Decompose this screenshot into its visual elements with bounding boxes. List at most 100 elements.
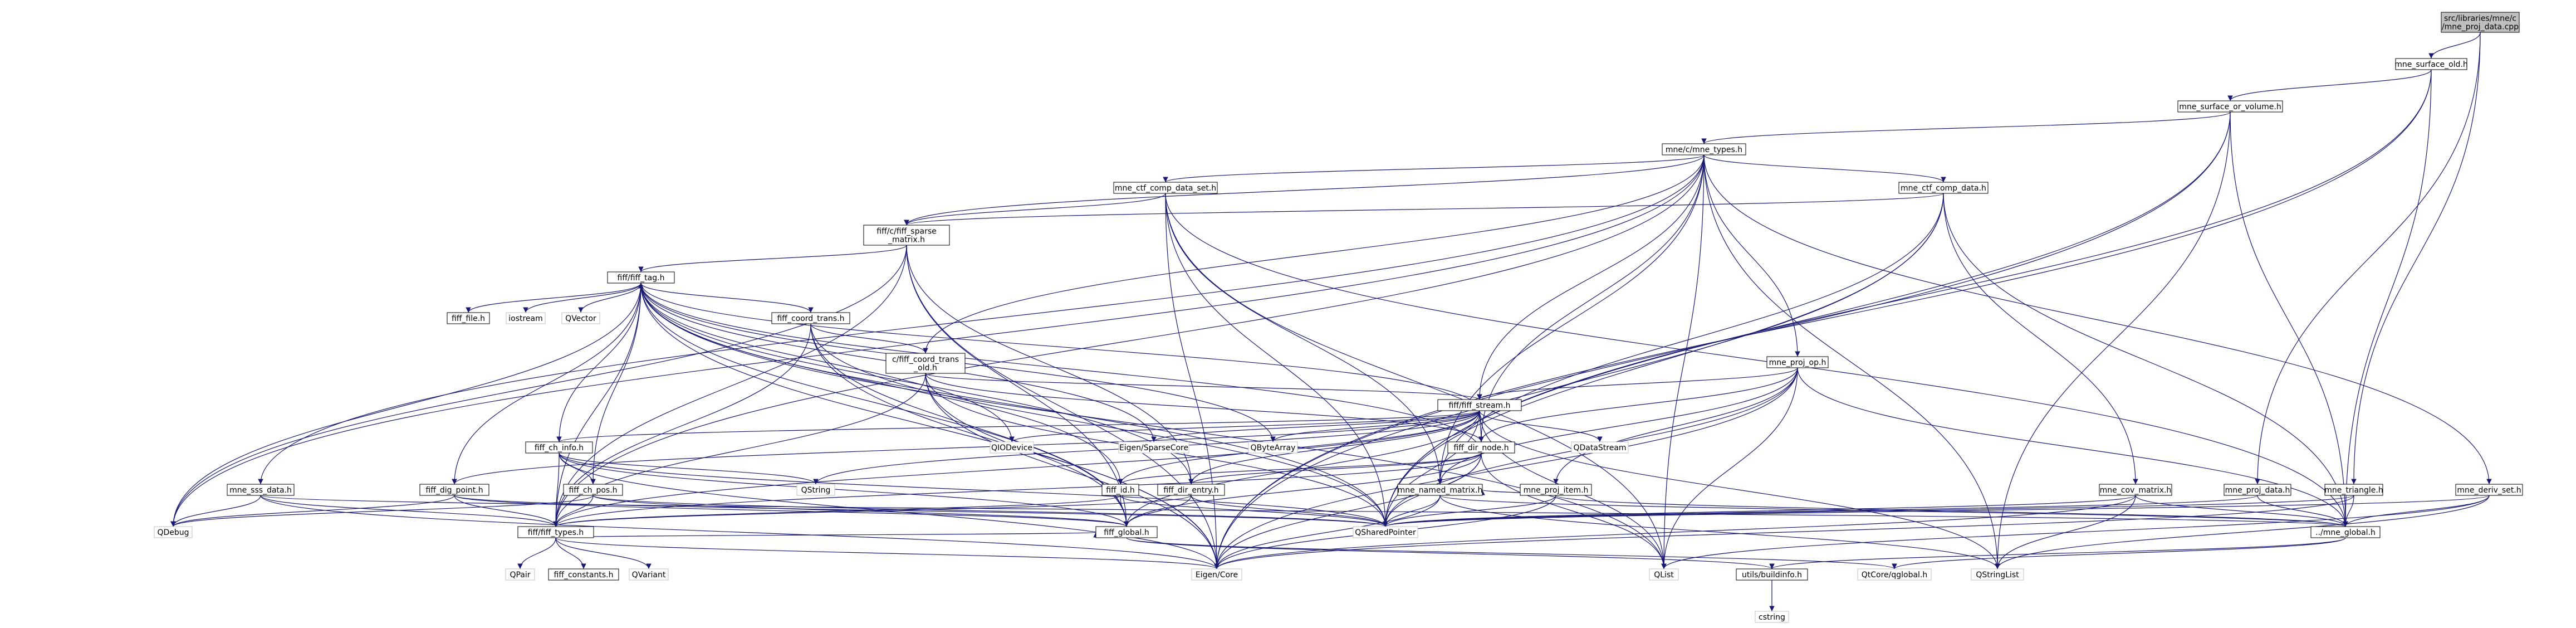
- node-ctf_data[interactable]: mne_ctf_comp_data.h: [1898, 182, 1989, 194]
- node-chinfo[interactable]: fiff_ch_info.h: [525, 441, 593, 454]
- node-box: [1095, 526, 1158, 538]
- node-types[interactable]: mne/c/mne_types.h: [1662, 143, 1746, 155]
- node-label: mne_proj_item.h: [1524, 486, 1589, 495]
- node-box: [517, 526, 594, 538]
- edge-fid-to-ftypes: [553, 495, 1121, 527]
- node-tag[interactable]: fiff/fiff_tag.h: [607, 271, 675, 284]
- node-label: QVector: [565, 314, 596, 323]
- node-qbytearray: QByteArray: [1248, 441, 1298, 454]
- edge-digpoint-to-ftypes: [454, 495, 559, 527]
- node-label: QByteArray: [1251, 444, 1296, 452]
- node-box: [771, 312, 850, 324]
- node-sss[interactable]: mne_sss_data.h: [227, 484, 295, 496]
- node-qlist: QList: [1649, 568, 1679, 581]
- edge-tag-to-fid: [640, 283, 1123, 485]
- edge-sss-to-mglobal: [260, 495, 2348, 527]
- edge-types-to-ctf_set: [1163, 154, 1705, 183]
- node-coord[interactable]: fiff_coord_trans.h: [771, 312, 850, 324]
- node-sparse[interactable]: fiff/c/fiff_sparse_matrix.h: [863, 225, 950, 246]
- edge-direntry-to-qshared: [1191, 495, 1388, 527]
- node-triangle[interactable]: mne_triangle.h: [2324, 484, 2383, 496]
- node-buildinfo[interactable]: utils/buildinfo.h: [1736, 568, 1808, 581]
- node-box: [863, 225, 950, 246]
- node-box: [2224, 484, 2291, 496]
- edge-surf_old-to-surf_vol: [2227, 69, 2432, 101]
- node-qiodevice: QIODevice: [990, 441, 1034, 454]
- edge-named-to-eigcore: [1214, 495, 1441, 569]
- edge-fglobal-to-buildinfo: [1126, 537, 1775, 569]
- edge-tag-to-file: [466, 283, 641, 313]
- edge-dirnode-to-fid: [1118, 452, 1482, 485]
- node-box: [1971, 568, 2024, 581]
- edge-chinfo-to-eigcore: [559, 452, 1220, 569]
- node-root[interactable]: src/libraries/mne/c/mne_proj_data.cpp: [2441, 12, 2520, 33]
- node-mglobal[interactable]: ../mne_global.h: [2310, 526, 2381, 538]
- edge-digpoint-to-qdebug: [170, 495, 455, 527]
- node-named[interactable]: mne_named_matrix.h: [1397, 484, 1483, 496]
- node-label: src/libraries/mne/c: [2444, 14, 2516, 23]
- node-deriv[interactable]: mne_deriv_set.h: [2455, 484, 2523, 496]
- edge-projop-to-dirnode: [1478, 367, 1798, 442]
- node-dirnode[interactable]: fiff_dir_node.h: [1447, 441, 1515, 454]
- edge-surf_old-to-mglobal: [2343, 69, 2432, 527]
- edge-digpoint-to-qshared: [454, 495, 1388, 527]
- node-cov[interactable]: mne_cov_matrix.h: [2099, 484, 2172, 496]
- edge-stream-to-eigsparse: [1151, 410, 1480, 442]
- node-qdebug: QDebug: [154, 526, 193, 538]
- edge-fid-to-qshared: [1120, 495, 1388, 527]
- node-label: QIODevice: [991, 444, 1032, 452]
- edge-projop-to-stream: [1477, 367, 1798, 400]
- edge-projop-to-eigcore: [1214, 367, 1798, 569]
- node-direntry[interactable]: fiff_dir_entry.h: [1157, 484, 1225, 496]
- edge-coord_old-to-eigcore: [925, 373, 1220, 569]
- node-surf_vol[interactable]: mne_surface_or_volume.h: [2177, 100, 2283, 113]
- node-label: mne_sss_data.h: [229, 486, 292, 495]
- node-label: ../mne_global.h: [2315, 528, 2376, 537]
- node-box: [2177, 100, 2283, 113]
- node-projop[interactable]: mne_proj_op.h: [1766, 356, 1829, 368]
- node-box: [629, 568, 669, 581]
- node-box: [563, 484, 623, 496]
- node-ctf_set[interactable]: mne_ctf_comp_data_set.h: [1113, 182, 1218, 194]
- edge-ctf_data-to-named: [1437, 193, 1944, 485]
- node-ftypes[interactable]: fiff/fiff_types.h: [517, 526, 594, 538]
- node-surf_old[interactable]: mne_surface_old.h: [2394, 58, 2468, 70]
- node-label: fiff_dir_entry.h: [1163, 486, 1218, 495]
- node-label: fiff/fiff_stream.h: [1448, 401, 1510, 410]
- node-label: mne_ctf_comp_data.h: [1901, 184, 1986, 193]
- edge-dirnode-to-tag: [638, 283, 1482, 454]
- node-projdata[interactable]: mne_proj_data.h: [2224, 484, 2291, 496]
- node-fconst[interactable]: fiff_constants.h: [548, 568, 619, 581]
- node-label: mne/c/mne_types.h: [1666, 145, 1742, 154]
- node-file[interactable]: fiff_file.h: [447, 312, 490, 324]
- node-digpoint[interactable]: fiff_dig_point.h: [419, 484, 489, 496]
- edge-tag-to-qdebug: [170, 283, 641, 527]
- edge-coord_old-to-dirnode: [925, 373, 1484, 442]
- edge-sparse-to-tag: [638, 245, 907, 272]
- node-box: [1649, 568, 1679, 581]
- edge-triangle-to-qshared: [1383, 495, 2354, 527]
- edge-root-to-surf_old: [2428, 32, 2481, 59]
- node-box: [2324, 484, 2383, 496]
- node-label: fiff_file.h: [452, 314, 485, 323]
- node-stream[interactable]: fiff/fiff_stream.h: [1437, 399, 1522, 411]
- node-label: mne_proj_data.h: [2225, 486, 2290, 495]
- edge-stream-to-ftypes: [553, 410, 1480, 527]
- node-projitem[interactable]: mne_proj_item.h: [1520, 484, 1592, 496]
- node-box: [1157, 484, 1225, 496]
- node-box: [1662, 143, 1746, 155]
- node-box: [1353, 526, 1418, 538]
- edge-ftypes-to-eigcore: [555, 537, 1220, 569]
- node-label: fiff_dig_point.h: [425, 486, 483, 495]
- edge-tag-to-chpos: [590, 283, 641, 485]
- node-label: utils/buildinfo.h: [1742, 571, 1802, 580]
- node-qstringlist: QStringList: [1971, 568, 2024, 581]
- node-coord_old[interactable]: c/fiff_coord_trans_old.h: [885, 353, 966, 374]
- edge-tag-to-fglobal: [640, 283, 1129, 527]
- node-chpos[interactable]: fiff_ch_pos.h: [563, 484, 623, 496]
- node-box: [1101, 484, 1139, 496]
- node-fglobal[interactable]: fiff_global.h: [1095, 526, 1158, 538]
- file-nodes: src/libraries/mne/c/mne_proj_data.cppmne…: [154, 12, 2523, 623]
- node-fid[interactable]: fiff_id.h: [1101, 484, 1139, 496]
- node-qvariant: QVariant: [629, 568, 669, 581]
